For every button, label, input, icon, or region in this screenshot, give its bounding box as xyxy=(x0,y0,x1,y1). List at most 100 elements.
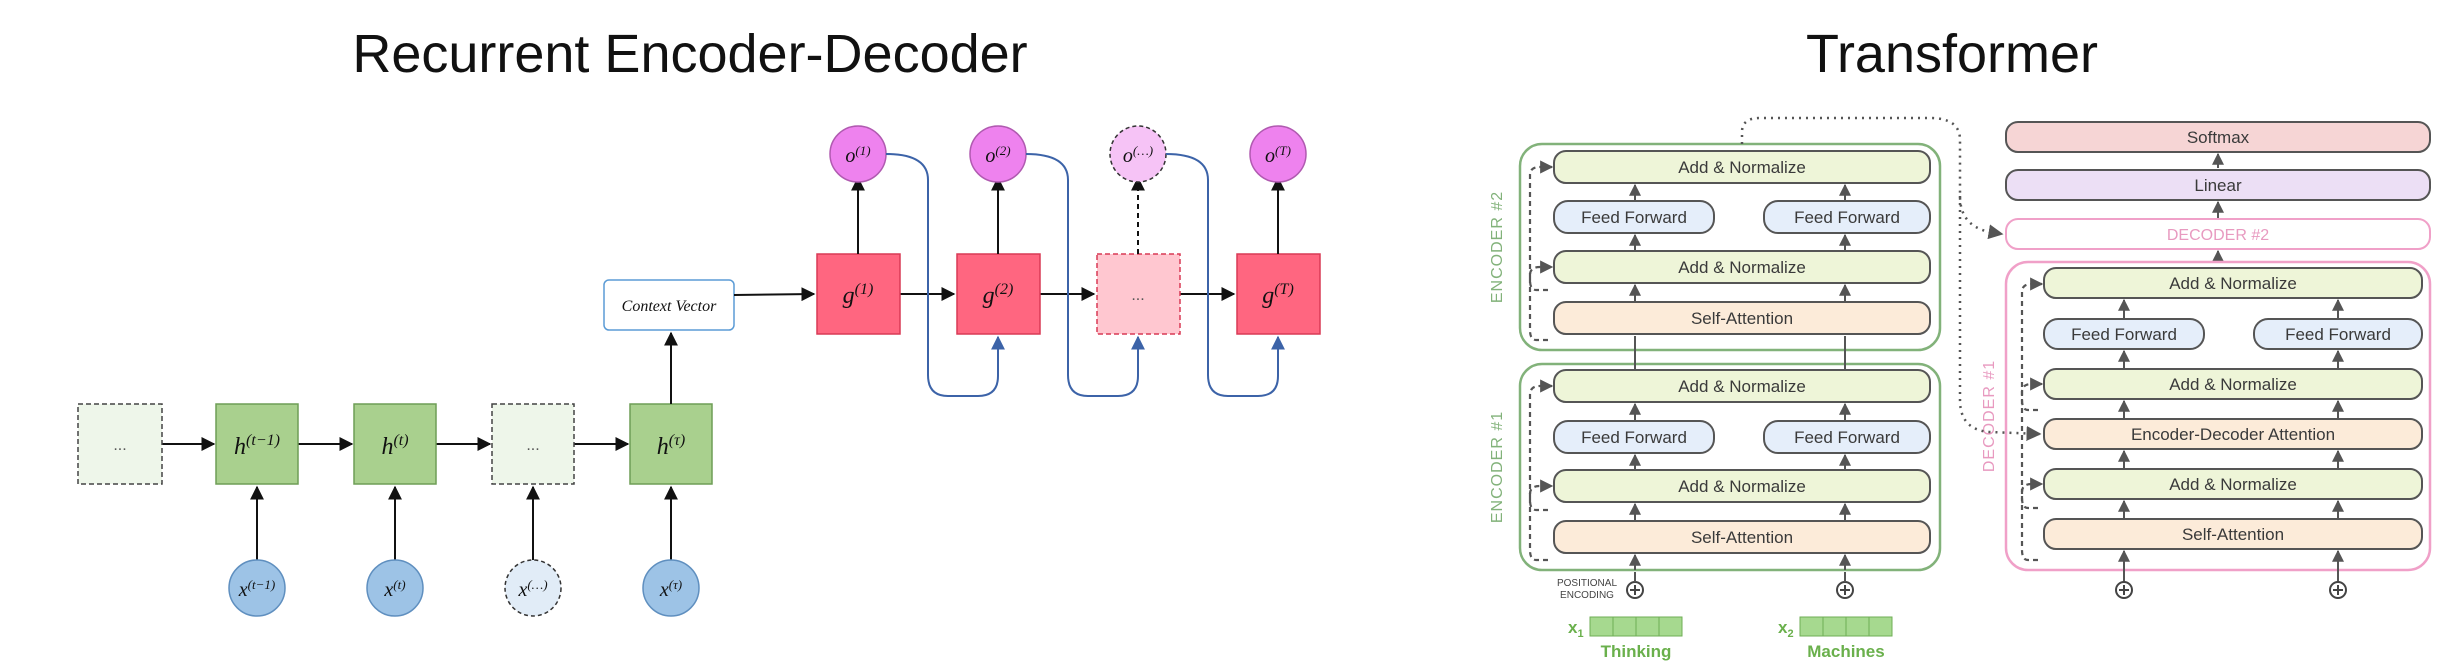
pos-enc-plus-1-icon xyxy=(1630,585,1640,595)
dec1-addnorm-3 xyxy=(2043,468,2423,500)
output-label-3: o(T) xyxy=(1265,143,1291,167)
dec1-self-attention xyxy=(2043,518,2423,550)
decoder2-label: DECODER #2 xyxy=(2167,227,2269,244)
enc-hidden-node-1 xyxy=(353,403,437,485)
feedback-loop-0 xyxy=(885,153,1005,397)
dec1-addnorm-2-label: Add & Normalize xyxy=(2169,375,2297,394)
x1-label: x1 xyxy=(1568,618,1584,640)
input-node-1 xyxy=(366,559,424,617)
decoder1-container xyxy=(2004,260,2432,572)
dec-plus-2-icon xyxy=(2333,585,2343,595)
arrow-context-to-decoder xyxy=(733,287,816,302)
dec1-ff-left-label: Feed Forward xyxy=(2071,325,2177,344)
enc-ellipsis-node-1 xyxy=(491,403,575,485)
pos-enc-label-1: POSITIONAL xyxy=(1557,578,1617,589)
dec1-addnorm-2 xyxy=(2043,368,2423,400)
enc2-self-attention xyxy=(1553,301,1931,335)
output-label-1: o(2) xyxy=(985,143,1010,167)
enc1-ff-left-label: Feed Forward xyxy=(1581,428,1687,447)
enc1-ff-right-label: Feed Forward xyxy=(1794,428,1900,447)
enc2-self-attention-label: Self-Attention xyxy=(1691,309,1793,328)
enc1-addnorm-mid xyxy=(1553,469,1931,503)
enc-hidden-label-1: h(t) xyxy=(381,432,408,460)
enc2-addnorm-top xyxy=(1553,150,1931,184)
dec1-addnorm-top xyxy=(2043,267,2423,299)
encoder1-container xyxy=(1518,362,1942,572)
input-label-2: x(…) xyxy=(517,577,547,601)
dec-ellipsis: ... xyxy=(1131,287,1144,304)
enc2-ff-left-label: Feed Forward xyxy=(1581,208,1687,227)
enc-ellipsis-node-0 xyxy=(77,403,163,485)
enc-ellipsis-0: ... xyxy=(113,437,126,454)
softmax-label: Softmax xyxy=(2187,128,2250,147)
encoder-residuals xyxy=(1528,160,1554,562)
dec1-enc-dec-attention xyxy=(2043,418,2423,450)
context-vector-box xyxy=(603,279,735,331)
enc-hidden-label-2: h(τ) xyxy=(657,432,685,460)
dec-hidden-node-2 xyxy=(1236,253,1321,335)
pos-enc-plus-2-icon xyxy=(1840,585,1850,595)
word-thinking: Thinking xyxy=(1601,642,1672,661)
feedback-loop-2 xyxy=(1165,153,1285,397)
enc1-self-attention xyxy=(1553,520,1931,554)
dec1-self-attention-label: Self-Attention xyxy=(2182,525,2284,544)
enc1-ff-right xyxy=(1763,420,1931,454)
token-vector-2 xyxy=(1799,616,1893,637)
enc2-addnorm-mid-label: Add & Normalize xyxy=(1678,258,1806,277)
enc-hidden-node-2 xyxy=(629,403,713,485)
enc-hidden-label-0: h(t−1) xyxy=(234,432,280,460)
word-machines: Machines xyxy=(1807,642,1884,661)
output-label-0: o(1) xyxy=(845,143,870,167)
encoder-to-decoder2-link xyxy=(1740,116,2004,240)
encoder2-container xyxy=(1518,142,1942,352)
enc1-addnorm-top xyxy=(1553,369,1931,403)
output-label-2: o(…) xyxy=(1123,143,1153,167)
left-title: Recurrent Encoder-Decoder xyxy=(352,24,1027,84)
pos-enc-label-2: ENCODING xyxy=(1560,590,1614,601)
enc2-ff-right-label: Feed Forward xyxy=(1794,208,1900,227)
feedback-loop-1 xyxy=(1025,153,1145,397)
dec-hidden-node-0 xyxy=(816,253,901,335)
enc-hidden-node-0 xyxy=(215,403,299,485)
dec-hidden-node-1 xyxy=(956,253,1041,335)
enc1-addnorm-mid-label: Add & Normalize xyxy=(1678,477,1806,496)
encoder1-label: ENCODER #1 xyxy=(1489,411,1506,523)
context-vector-label: Context Vector xyxy=(622,298,717,315)
softmax-block xyxy=(2005,121,2431,153)
dec1-addnorm-3-label: Add & Normalize xyxy=(2169,475,2297,494)
token-vector-1 xyxy=(1589,616,1683,637)
dec-hidden-label-2: g(T) xyxy=(1262,281,1294,309)
encoder-arrows xyxy=(1629,183,1851,570)
decoder1-label: DECODER #1 xyxy=(1981,360,1998,472)
x2-label: x2 xyxy=(1778,618,1794,640)
linear-block xyxy=(2005,169,2431,201)
decoder-residuals xyxy=(2020,277,2044,562)
enc-ellipsis-1: ... xyxy=(526,437,539,454)
enc1-self-attention-label: Self-Attention xyxy=(1691,528,1793,547)
input-label-3: x(τ) xyxy=(659,577,682,601)
input-node-3 xyxy=(642,559,700,617)
dec1-addnorm-top-label: Add & Normalize xyxy=(2169,274,2297,293)
encoder-to-decoder1-link xyxy=(1958,196,2042,441)
enc2-addnorm-mid xyxy=(1553,250,1931,284)
input-label-0: x(t−1) xyxy=(238,577,275,601)
input-node-0 xyxy=(228,559,286,617)
decoder-arrows xyxy=(2118,298,2344,582)
dec1-enc-dec-attention-label: Encoder-Decoder Attention xyxy=(2131,425,2335,444)
right-title: Transformer xyxy=(1806,24,2098,84)
dec-ellipsis-node xyxy=(1096,253,1181,335)
dec-hidden-label-0: g(1) xyxy=(843,281,874,309)
enc2-ff-right xyxy=(1763,200,1931,234)
output-node-3 xyxy=(1249,125,1307,183)
input-node-2 xyxy=(504,559,562,617)
enc2-addnorm-top-label: Add & Normalize xyxy=(1678,158,1806,177)
dec1-ff-right-label: Feed Forward xyxy=(2285,325,2391,344)
dec-hidden-label-1: g(2) xyxy=(983,281,1014,309)
enc1-addnorm-top-label: Add & Normalize xyxy=(1678,377,1806,396)
dec-plus-1-icon xyxy=(2119,585,2129,595)
input-label-1: x(t) xyxy=(383,577,405,601)
linear-label: Linear xyxy=(2194,176,2242,195)
encoder2-label: ENCODER #2 xyxy=(1489,191,1506,303)
